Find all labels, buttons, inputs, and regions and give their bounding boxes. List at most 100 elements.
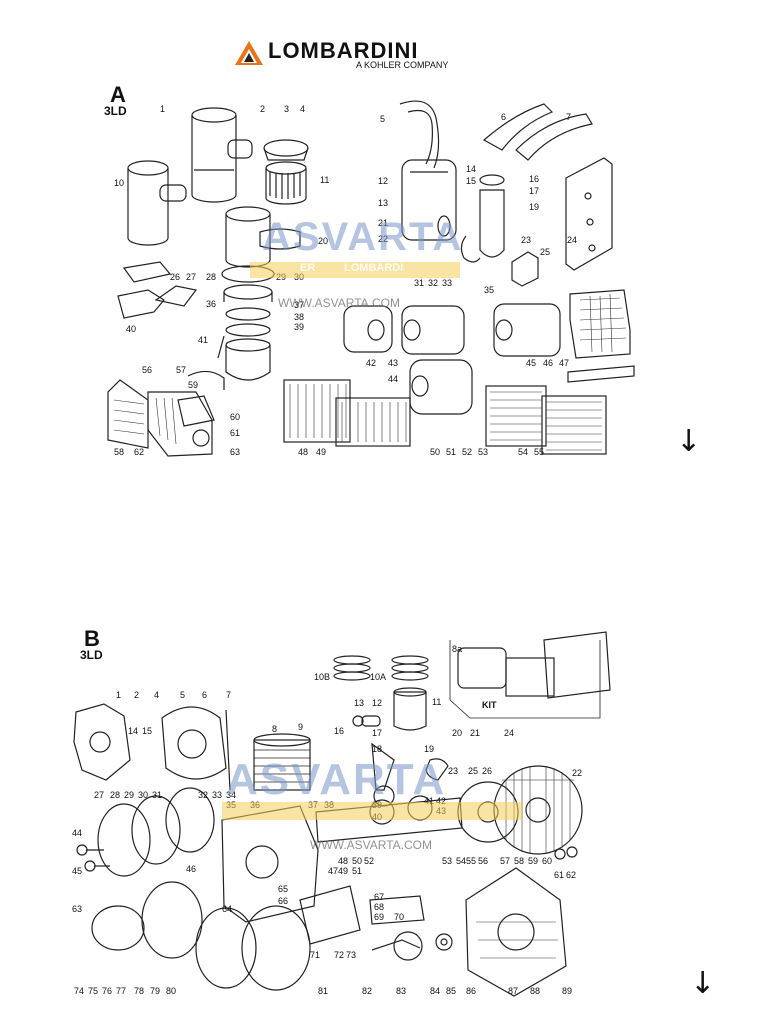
part-label: 49 (316, 447, 327, 457)
part-label: 56 (142, 365, 153, 375)
part-label: 69 (374, 912, 385, 922)
part-label: 45 (72, 866, 83, 876)
part-label: 56 (478, 856, 489, 866)
part-label: 10 (114, 178, 125, 188)
section-a-letter: A (110, 82, 126, 107)
part-label: 30 (138, 790, 149, 800)
part-label: 12 (372, 698, 383, 708)
part-label: 5 (180, 690, 186, 700)
part-label: 81 (318, 986, 329, 996)
part-label: 68 (374, 902, 385, 912)
part-label: 53 (442, 856, 453, 866)
part-label: 26 (482, 766, 493, 776)
part-label: 45 (526, 358, 537, 368)
part-label: 26 (170, 272, 181, 282)
next-page-arrow-icon[interactable]: ↓ (690, 966, 716, 1001)
part-label: 57 (176, 365, 187, 375)
watermark-band-right: LOMBARDI (344, 262, 404, 274)
part-label: 48 (298, 447, 309, 457)
part-label: 83 (396, 986, 407, 996)
part-label: 46 (186, 864, 197, 874)
part-label: 12 (378, 176, 389, 186)
part-label: 14 (466, 164, 477, 174)
part-label: 6 (202, 690, 208, 700)
kit-id-label: 8a (452, 644, 463, 654)
part-label: 2 (134, 690, 140, 700)
part-label: 4 (300, 104, 306, 114)
watermark-url: WWW.ASVARTA.COM (278, 296, 400, 310)
part-label: 15 (142, 726, 153, 736)
part-label: 23 (521, 235, 532, 245)
part-label: 28 (206, 272, 217, 282)
watermark-band-left: ER (300, 262, 316, 274)
part-label: 31 (152, 790, 163, 800)
part-label: 35 (484, 285, 495, 295)
part-label: 7 (566, 112, 572, 122)
part-label: 36 (206, 299, 217, 309)
part-label: 50 (352, 856, 363, 866)
watermark-word: ASVARTA (262, 215, 464, 259)
part-label: 44 (388, 374, 399, 384)
part-label: 27 (94, 790, 105, 800)
part-label: 54 (518, 447, 529, 457)
part-label: 88 (530, 986, 541, 996)
part-label: 19 (529, 202, 540, 212)
part-label: 22 (572, 768, 583, 778)
part-label: 76 (102, 986, 113, 996)
watermark-band (222, 802, 522, 820)
part-label: 52 (364, 856, 375, 866)
lombardini-logo: LOMBARDINI A KOHLER COMPANY (232, 38, 462, 74)
part-label: 21 (378, 218, 389, 228)
part-label: 75 (88, 986, 99, 996)
part-label: 17 (372, 728, 383, 738)
part-label: 3 (284, 104, 290, 114)
part-label: 16 (334, 726, 345, 736)
part-label: 20 (452, 728, 463, 738)
part-label: 25 (468, 766, 479, 776)
part-label: 17 (529, 186, 540, 196)
part-label: 65 (278, 884, 289, 894)
brand-name: LOMBARDINI (268, 38, 419, 63)
part-label: 73 (346, 950, 357, 960)
part-label: 48 (338, 856, 349, 866)
part-label: 47 (328, 866, 339, 876)
part-label: 18 (372, 744, 383, 754)
part-label: 40 (126, 324, 137, 334)
part-label: 11 (432, 697, 442, 707)
part-label: 52 (462, 447, 473, 457)
part-label: 28 (110, 790, 121, 800)
next-page-arrow-icon[interactable]: ↓ (676, 424, 702, 459)
part-label: 61 (230, 428, 241, 438)
part-label: 22 (378, 234, 389, 244)
part-label: 31 (414, 278, 425, 288)
part-label: 23 (448, 766, 459, 776)
part-label: 85 (446, 986, 457, 996)
part-label: 58 (114, 447, 125, 457)
part-label: 39 (294, 322, 305, 332)
part-label: 7 (226, 690, 232, 700)
part-label: 6 (501, 112, 507, 122)
part-label: 24 (504, 728, 515, 738)
part-label: 32 (428, 278, 439, 288)
part-label: 82 (362, 986, 373, 996)
part-label: 20 (318, 236, 329, 246)
part-label: 41 (424, 796, 435, 806)
part-label: 21 (470, 728, 481, 738)
part-label: 42 (436, 796, 447, 806)
part-label: 63 (72, 904, 83, 914)
part-label: 10A (370, 672, 387, 682)
section-b-model: 3LD (80, 648, 103, 662)
part-label: 14 (128, 726, 139, 736)
pleated-filter-element (265, 161, 307, 205)
part-label: 32 (198, 790, 209, 800)
part-label: 71 (310, 950, 321, 960)
part-label: 89 (562, 986, 573, 996)
part-label: 59 (528, 856, 539, 866)
part-label: 50 (430, 447, 441, 457)
part-label: 33 (212, 790, 223, 800)
part-label: 41 (198, 335, 209, 345)
part-label: 2 (260, 104, 266, 114)
part-label: 84 (430, 986, 441, 996)
part-label: 79 (150, 986, 161, 996)
